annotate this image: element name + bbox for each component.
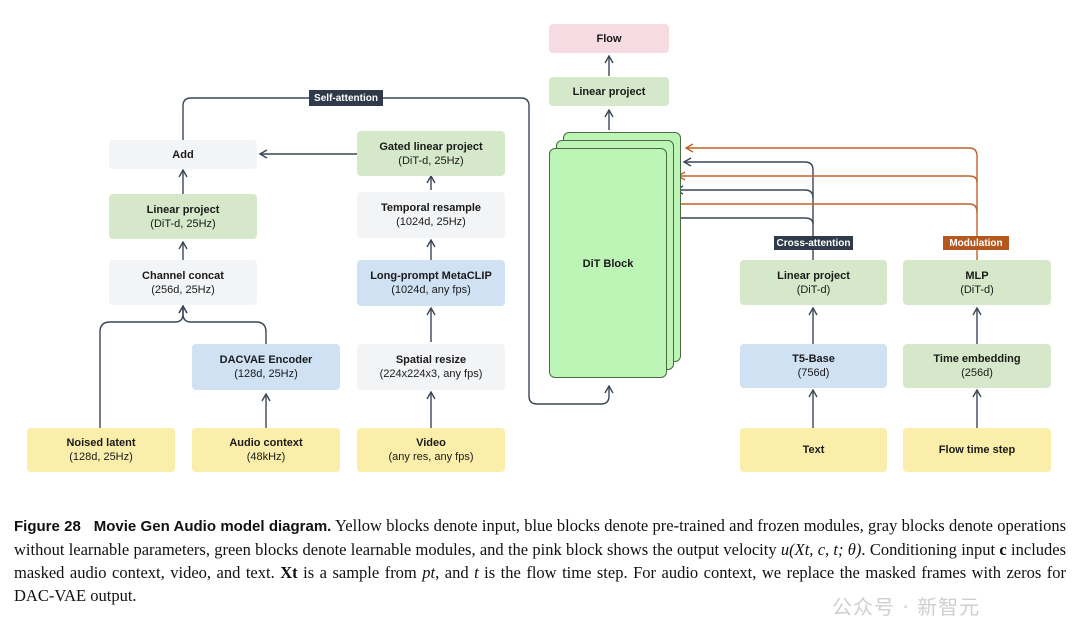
linear-project-text-sub: (DiT-d) (796, 283, 831, 296)
dacvae-encoder-sub: (128d, 25Hz) (234, 368, 298, 380)
arrow-cross-attn-1 (682, 157, 814, 236)
dacvae-encoder-title: DACVAE Encoder (219, 354, 313, 366)
spatial-resize-block: Spatial resize (224x224x3, any fps) (357, 344, 505, 390)
dacvae-encoder-block: DACVAE Encoder (128d, 25Hz) (192, 344, 340, 390)
caption-body-4: is a sample from (303, 563, 417, 582)
caption-body-3: includes masked audio context, video, an… (14, 540, 1067, 582)
arrow-dacvae-to-concat (178, 304, 267, 344)
caption-math-pt: pt (422, 563, 436, 582)
channel-concat-block: Channel concat (256d, 25Hz) (109, 260, 257, 305)
flow-time-step-block: Flow time step (903, 428, 1051, 472)
flow-title: Flow (596, 32, 622, 45)
t5-base-title: T5-Base (792, 353, 835, 365)
caption-body-2: . Conditioning input (861, 540, 996, 559)
video-block: Video (any res, any fps) (357, 428, 505, 472)
caption-body-6: is the flow time step. For audio context… (14, 563, 1067, 605)
caption-body-1: Yellow blocks denote input, blue blocks … (14, 516, 1067, 559)
connection-arrows (99, 54, 982, 428)
temporal-resample-title: Temporal resample (380, 202, 482, 214)
figure-caption: Figure 28 Movie Gen Audio model diagram.… (14, 514, 1066, 607)
cross-attention-label: Cross-attention (776, 237, 851, 249)
self-attention-label: Self-attention (314, 92, 378, 104)
linear-project-text-block: Linear project (DiT-d) (740, 260, 887, 305)
caption-math-xt: Xt (280, 563, 298, 582)
add-title: Add (172, 148, 194, 161)
modulation-tag: Modulation (943, 236, 1009, 250)
metaclip-block: Long-prompt MetaCLIP (1024d, any fps) (357, 260, 505, 306)
arrow-modulation-1 (684, 143, 978, 236)
figure-number: Figure 28 (14, 518, 81, 535)
audio-context-block: Audio context (48kHz) (192, 428, 340, 472)
video-sub: (any res, any fps) (388, 451, 474, 463)
dit-block-title: DiT Block (582, 258, 634, 270)
video-title: Video (416, 437, 446, 449)
self-attention-tag: Self-attention (309, 90, 383, 106)
temporal-resample-block: Temporal resample (1024d, 25Hz) (357, 192, 505, 238)
channel-concat-sub: (256d, 25Hz) (151, 283, 215, 296)
text-block: Text (740, 428, 887, 472)
caption-math-t: t (474, 563, 479, 582)
caption-title: Movie Gen Audio model diagram. (93, 518, 332, 535)
channel-concat-title: Channel concat (142, 269, 224, 282)
dit-layer-front (549, 148, 667, 378)
t5-base-block: T5-Base (756d) (740, 344, 887, 388)
metaclip-sub: (1024d, any fps) (391, 284, 471, 296)
time-embedding-block: Time embedding (256d) (903, 344, 1051, 388)
temporal-resample-sub: (1024d, 25Hz) (396, 216, 466, 228)
spatial-resize-title: Spatial resize (395, 354, 467, 366)
arrow-modulation-3 (668, 199, 978, 213)
add-block: Add (109, 140, 257, 169)
watermark: 公众号 · 新智元 (832, 595, 981, 619)
noised-latent-block: Noised latent (128d, 25Hz) (27, 428, 175, 472)
spatial-resize-sub: (224x224x3, any fps) (379, 368, 483, 380)
flow-block: Flow (549, 24, 669, 53)
flow-time-step-title: Flow time step (938, 444, 1016, 456)
linear-project-audio-block: Linear project (DiT-d, 25Hz) (109, 194, 257, 239)
noised-latent-sub: (128d, 25Hz) (69, 451, 133, 463)
mlp-title: MLP (965, 269, 989, 282)
gated-linear-project-block: Gated linear project (DiT-d, 25Hz) (357, 131, 505, 176)
audio-context-sub: (48kHz) (246, 451, 286, 463)
cross-attention-tag: Cross-attention (774, 236, 853, 250)
gated-linear-project-title: Gated linear project (379, 140, 483, 153)
arrow-self-attention-loop (182, 97, 614, 405)
linear-project-audio-sub: (DiT-d, 25Hz) (150, 217, 216, 230)
caption-math-c: c (999, 540, 1007, 559)
time-embedding-sub: (256d) (961, 367, 993, 379)
arrow-cross-attn-3 (666, 213, 814, 225)
arrow-noised-to-concat (99, 304, 188, 428)
linear-project-text-title: Linear project (777, 269, 850, 282)
gated-linear-project-sub: (DiT-d, 25Hz) (398, 154, 464, 167)
text-title: Text (802, 444, 825, 456)
linear-project-top-block: Linear project (549, 77, 669, 106)
linear-project-audio-title: Linear project (146, 203, 220, 216)
t5-base-sub: (756d) (797, 367, 830, 379)
metaclip-title: Long-prompt MetaCLIP (370, 270, 492, 282)
noised-latent-title: Noised latent (66, 437, 136, 449)
arrow-modulation-2 (676, 171, 978, 183)
caption-body-5: , and (435, 563, 469, 582)
mlp-block: MLP (DiT-d) (903, 260, 1051, 305)
caption-math-velocity: u(Xt, c, t; θ) (780, 540, 862, 559)
time-embedding-title: Time embedding (933, 353, 1021, 365)
mlp-sub: (DiT-d) (960, 283, 994, 296)
linear-project-top-title: Linear project (572, 85, 646, 98)
audio-context-title: Audio context (229, 437, 303, 449)
arrow-cross-attn-2 (674, 185, 814, 199)
modulation-label: Modulation (949, 237, 1003, 249)
